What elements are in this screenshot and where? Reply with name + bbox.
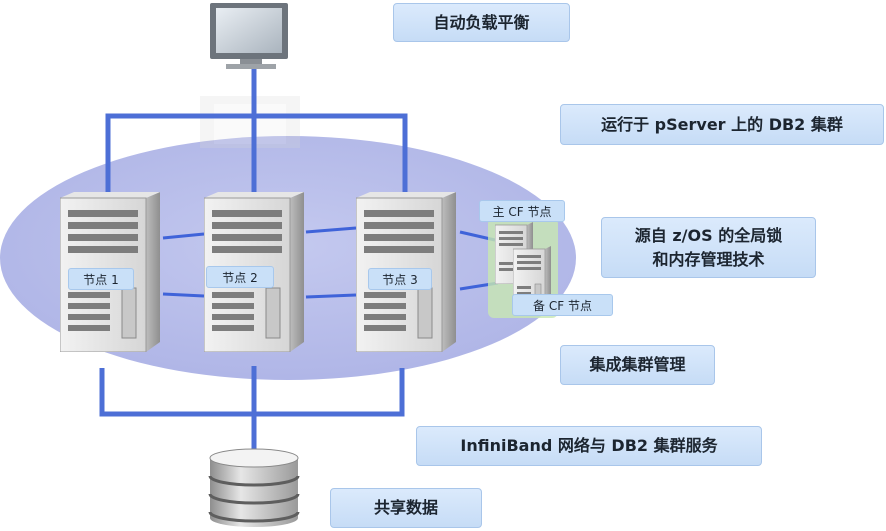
callout-db2-cluster: 运行于 pServer 上的 DB2 集群 <box>560 104 884 145</box>
callout-global-lock: 源自 z/OS 的全局锁 和内存管理技术 <box>601 217 816 278</box>
node-label-2-text: 节点 2 <box>222 270 258 285</box>
node-label-1: 节点 1 <box>68 268 134 290</box>
workstation-icon <box>210 3 288 69</box>
cf-servers <box>488 218 558 318</box>
node-label-1-text: 节点 1 <box>83 272 119 287</box>
callout-auto-balance: 自动负载平衡 <box>393 3 570 42</box>
node-label-3-text: 节点 3 <box>382 272 418 287</box>
bottom-connector <box>99 366 405 452</box>
primary-cf-label: 主 CF 节点 <box>479 200 565 222</box>
callout-global-lock-line1: 源自 z/OS 的全局锁 <box>634 225 783 245</box>
callout-global-lock-line2: 和内存管理技术 <box>652 249 765 269</box>
callout-auto-balance-text: 自动负载平衡 <box>433 12 530 32</box>
secondary-cf-label-text: 备 CF 节点 <box>533 298 592 313</box>
callout-shared-data-text: 共享数据 <box>373 498 438 517</box>
shared-data-disk-icon <box>208 448 300 527</box>
callout-infiniband: InfiniBand 网络与 DB2 集群服务 <box>416 426 762 466</box>
secondary-cf-label: 备 CF 节点 <box>512 294 613 316</box>
callout-cluster-mgmt-text: 集成集群管理 <box>589 355 686 374</box>
callout-shared-data: 共享数据 <box>330 488 482 528</box>
callout-db2-cluster-text: 运行于 pServer 上的 DB2 集群 <box>601 114 843 134</box>
callout-cluster-mgmt: 集成集群管理 <box>560 345 715 385</box>
workstation-reflection <box>200 96 300 148</box>
callout-infiniband-text: InfiniBand 网络与 DB2 集群服务 <box>460 436 718 455</box>
top-connector <box>105 66 408 196</box>
primary-cf-label-text: 主 CF 节点 <box>492 204 552 219</box>
node-label-2: 节点 2 <box>206 266 274 288</box>
node-label-3: 节点 3 <box>368 268 432 290</box>
